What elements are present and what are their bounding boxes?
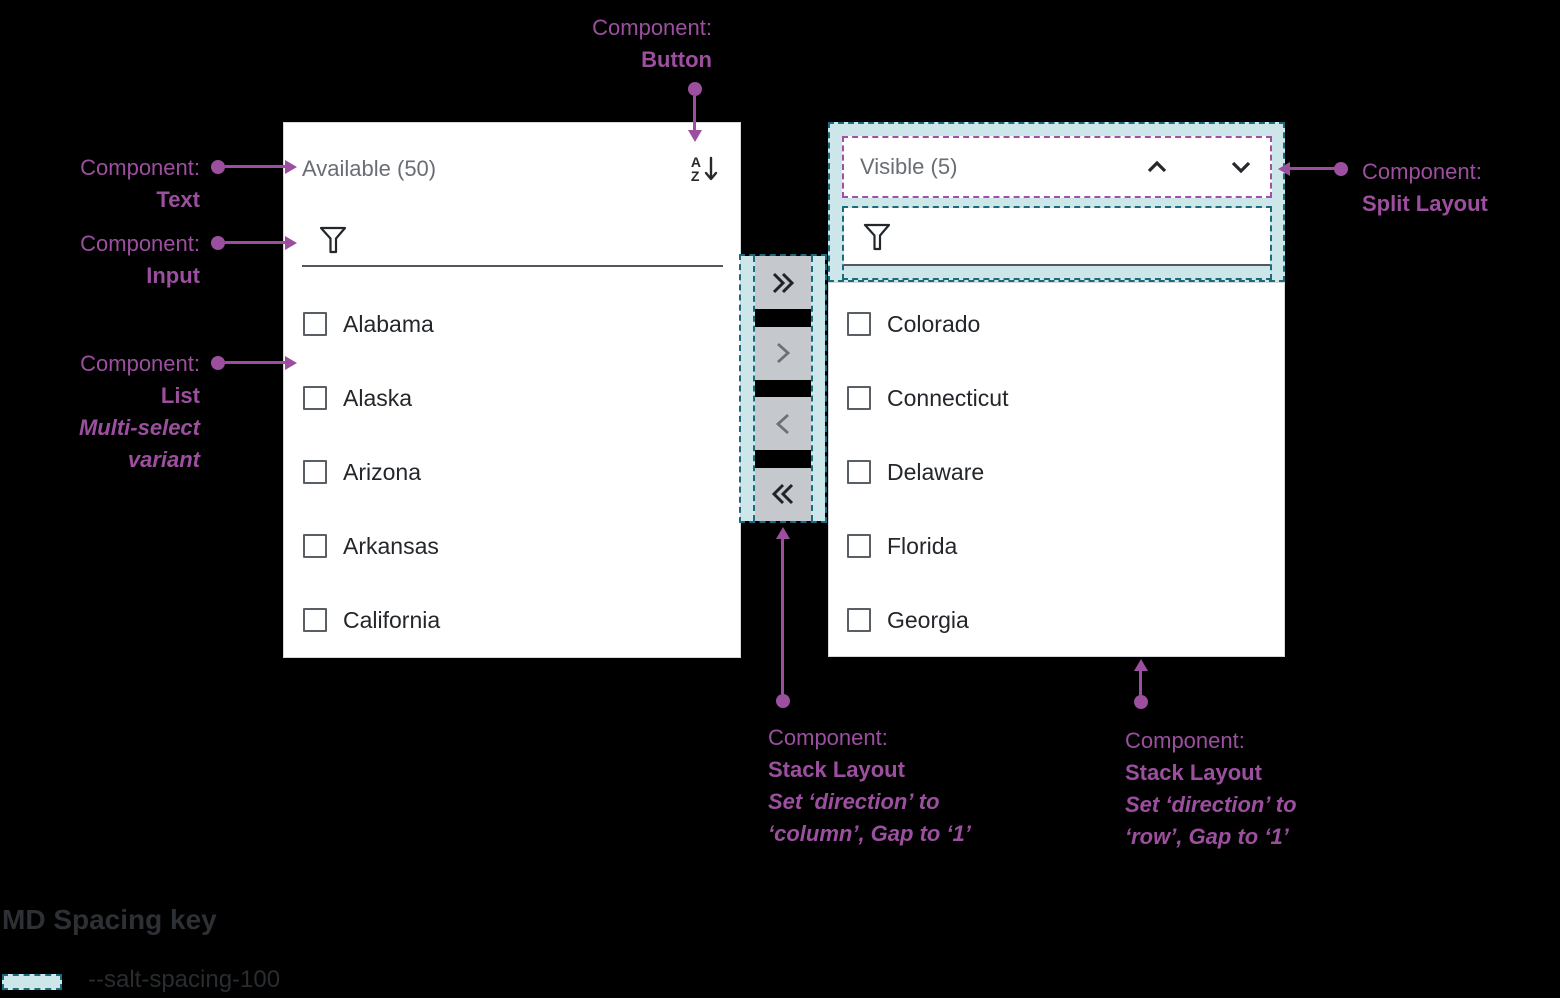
list-item-label: Georgia (887, 606, 969, 633)
double-chevron-right-icon (768, 268, 798, 298)
list-item-label: Alabama (343, 310, 434, 337)
list-item-label: Connecticut (887, 384, 1009, 411)
checkbox[interactable] (847, 608, 871, 632)
filter-underline (302, 265, 723, 267)
annotation-stack-layout-column: Component: Stack Layout Set ‘direction’ … (768, 725, 971, 846)
checkbox[interactable] (847, 534, 871, 558)
checkbox[interactable] (303, 608, 327, 632)
chevron-down-icon (1228, 154, 1254, 180)
arrow-down-icon (704, 153, 718, 185)
list-item-label: Florida (887, 532, 958, 559)
annotation-list: Component: List Multi-select variant (78, 351, 200, 472)
annotation-arrow (1334, 162, 1348, 176)
move-up-button[interactable] (1144, 154, 1170, 180)
spacing-key-token: --salt-spacing-100 (88, 966, 281, 993)
spacing-band (811, 256, 825, 521)
visible-title: Visible (5) (860, 154, 958, 179)
available-panel: Available (50) A Z (283, 122, 741, 658)
visible-filter-input[interactable] (844, 208, 1270, 266)
list-item[interactable]: Arkansas (303, 532, 440, 559)
checkbox[interactable] (303, 312, 327, 336)
visible-panel: Colorado Connecticut Delaware Florida Ge… (828, 282, 1285, 657)
available-header: Available (50) A Z (302, 151, 718, 187)
chevron-right-icon (769, 339, 797, 367)
list-item[interactable]: Delaware (847, 458, 1008, 485)
list-item-label: Delaware (887, 458, 985, 485)
sort-az-button[interactable]: A Z (691, 153, 718, 185)
list-item[interactable]: Florida (847, 532, 1008, 559)
move-all-left-button[interactable] (755, 467, 811, 521)
list-item[interactable]: Connecticut (847, 384, 1009, 411)
checkbox[interactable] (847, 312, 871, 336)
list-item-label: Arkansas (343, 532, 439, 559)
annotation-input: Component: Input (80, 231, 200, 288)
available-list: Alabama Alaska Arizona Arkansas Californ… (303, 310, 441, 633)
checkbox[interactable] (303, 386, 327, 410)
annotation-button: Component: Button (592, 15, 712, 72)
spacing-key-title: MD Spacing key (2, 904, 217, 935)
list-item[interactable]: Alabama (303, 310, 440, 337)
stack-layout-column-spacing-overlay (739, 254, 827, 523)
stack-layout-row-spacing-overlay: Visible (5) (828, 122, 1285, 282)
list-item-label: Arizona (343, 458, 421, 485)
list-item[interactable]: Alaska (303, 384, 440, 411)
spacing-key-swatch (2, 974, 62, 990)
filter-icon (862, 222, 892, 252)
transfer-button-stack (755, 256, 811, 521)
annotation-arrow (1134, 695, 1148, 709)
checkbox[interactable] (847, 386, 871, 410)
checkbox[interactable] (303, 460, 327, 484)
list-item-label: California (343, 606, 441, 633)
annotation-stack-layout-row: Component: Stack Layout Set ‘direction’ … (1125, 728, 1297, 849)
annotation-arrow (211, 236, 225, 250)
checkbox[interactable] (303, 534, 327, 558)
list-item[interactable]: California (303, 606, 441, 633)
visible-filter-spacing-cell (842, 206, 1272, 280)
annotation-arrow (211, 356, 225, 370)
move-all-right-button[interactable] (755, 256, 811, 309)
available-title: Available (50) (302, 156, 437, 181)
spacing-band (741, 256, 755, 521)
list-item[interactable]: Georgia (847, 606, 1008, 633)
annotation-arrow (688, 82, 702, 96)
chevron-left-icon (769, 410, 797, 438)
split-layout-highlight: Visible (5) (842, 136, 1272, 198)
move-right-button[interactable] (755, 326, 811, 380)
annotation-arrow (776, 694, 790, 708)
annotation-arrow (211, 160, 225, 174)
move-down-button[interactable] (1228, 154, 1254, 180)
move-left-button[interactable] (755, 397, 811, 451)
double-chevron-left-icon (768, 479, 798, 509)
annotation-text: Component: Text (80, 155, 200, 212)
checkbox[interactable] (847, 460, 871, 484)
list-item[interactable]: Colorado (847, 310, 1008, 337)
list-item-label: Alaska (343, 384, 413, 411)
filter-icon (318, 225, 348, 255)
chevron-up-icon (1144, 154, 1170, 180)
list-item[interactable]: Arizona (303, 458, 440, 485)
list-item-label: Colorado (887, 310, 981, 337)
visible-list: Colorado Connecticut Delaware Florida Ge… (847, 310, 1009, 633)
sort-az-icon: A Z (690, 154, 701, 184)
annotation-split-layout: Component: Split Layout (1362, 159, 1488, 216)
